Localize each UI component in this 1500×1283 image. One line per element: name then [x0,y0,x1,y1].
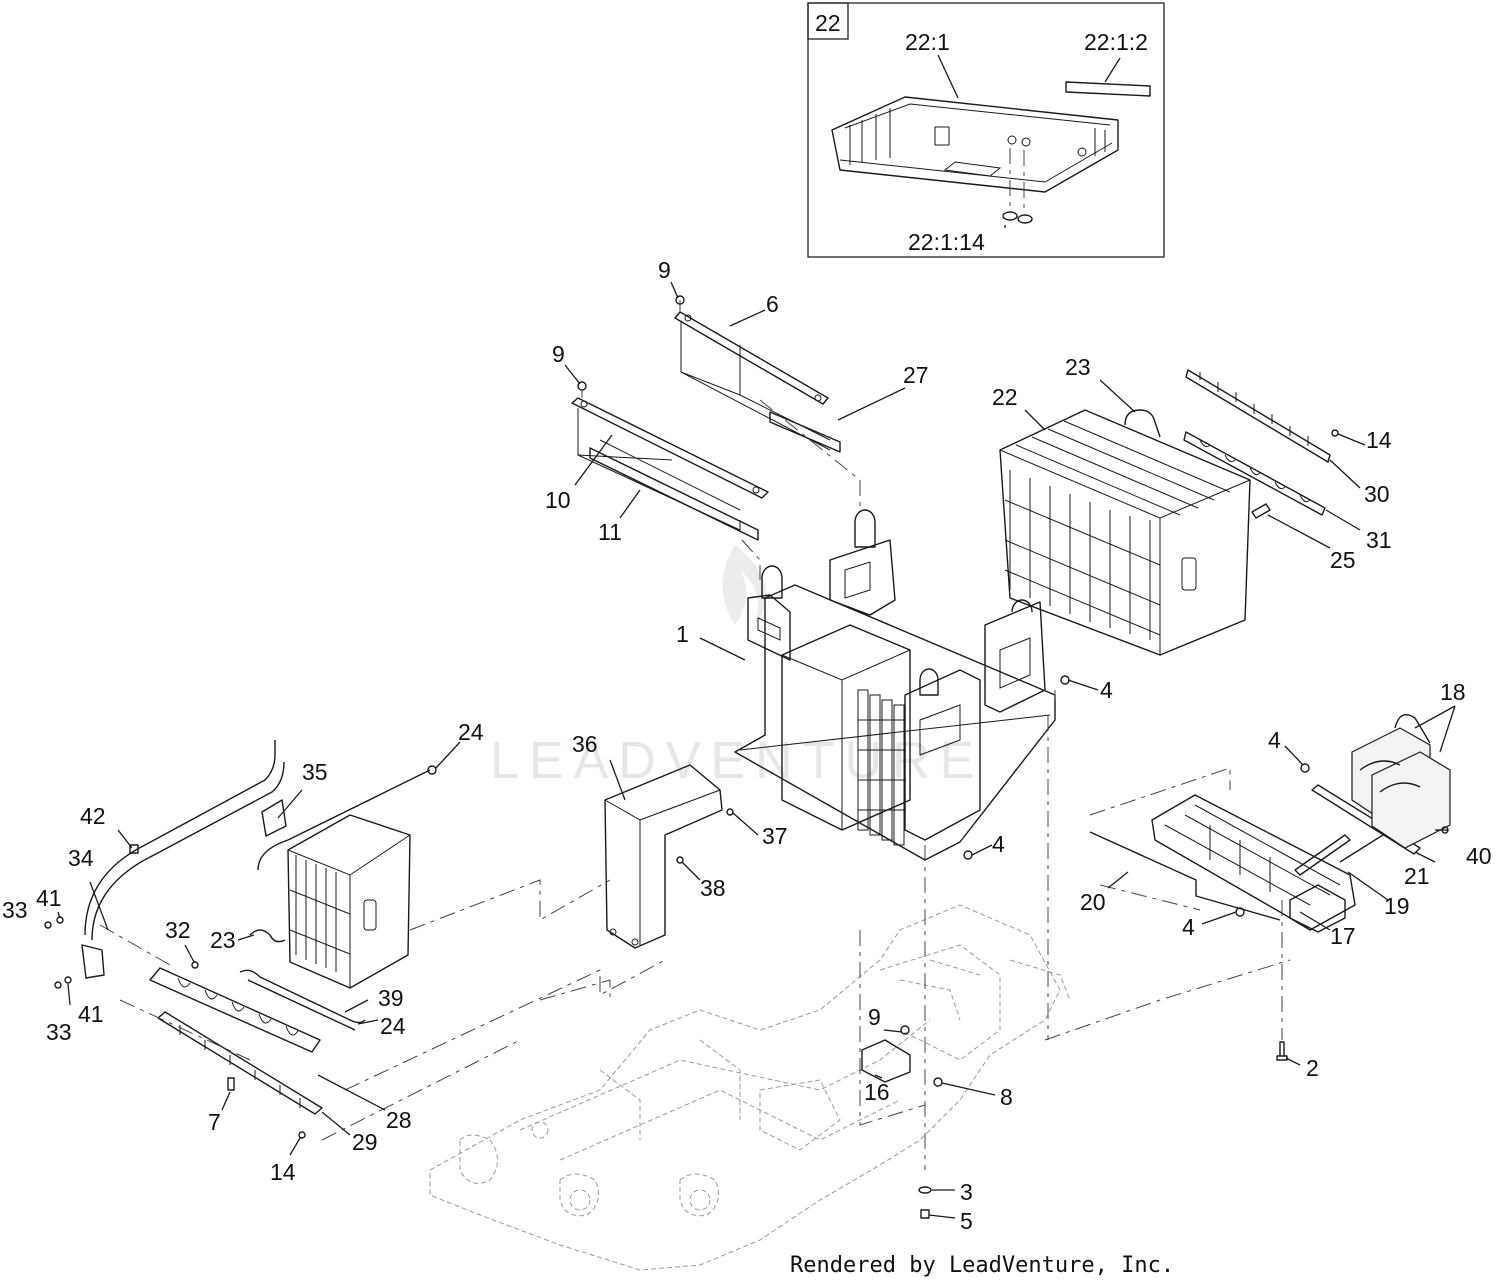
battery-pack-left [287,814,411,989]
callout-11: 11 [598,519,622,545]
nut-14-left [298,1131,306,1139]
callout-16: 16 [864,1079,890,1105]
callout-4-box-bottom: 4 [992,831,1005,857]
tray-bar-drawing [1065,81,1151,97]
callout-9-mid: 9 [552,341,565,367]
nut-33-b [54,981,62,989]
callout-18: 18 [1440,679,1466,705]
hold-down-plate-10 [571,381,769,531]
battery-tray-drawing [831,96,1119,193]
callout-31: 31 [1366,527,1392,553]
callout-40: 40 [1466,843,1492,869]
suitcase-weights-18 [1351,714,1451,849]
rendered-by-footer: Rendered by LeadVenture, Inc. [790,1253,1174,1278]
callout-41-bottom: 41 [78,1001,104,1027]
callout-9-top: 9 [658,257,671,283]
callout-8: 8 [1000,1084,1013,1110]
weight-bracket-17 [1151,794,1356,933]
fuse-25 [1251,503,1271,519]
callout-14-left: 14 [270,1159,296,1185]
inset-box-label: 22 [815,10,841,36]
bolt-9-lower [900,1025,910,1035]
callout-38: 38 [700,875,726,901]
pin-20 [1089,831,1281,921]
foam-pad-11 [589,447,759,541]
callout-37: 37 [762,823,788,849]
cable-harness-34-35 [81,740,287,979]
bus-bar-31 [1183,431,1326,516]
callout-24-top: 24 [458,719,484,745]
nut-8 [933,1077,943,1087]
inset-panel-22: 22 22:1 22:1:2 22:1:14 [807,2,1165,258]
battery-pack-22 [999,409,1251,656]
bracket-16 [859,930,943,1126]
inset-callout-22-1-14: 22:1:14 [908,229,985,255]
washer-41-b [64,976,72,984]
bolt-5-and-washer-3 [918,845,932,1219]
bus-bar-30 [1185,369,1331,463]
callout-5: 5 [960,1208,973,1234]
foam-pad-27 [769,411,841,453]
callout-4-box-right: 4 [1100,677,1113,703]
nut-4-box-bottom [963,850,973,860]
nut-4-upper-right [1300,763,1310,773]
callout-30: 30 [1364,481,1390,507]
bus-bar-29 [157,1011,323,1115]
bus-bar-28 [149,967,321,1053]
bolt-2 [1276,900,1288,1061]
callout-4-weight-top: 4 [1268,727,1281,753]
nut-33-a [44,921,52,929]
callout-1: 1 [676,621,689,647]
callout-22: 22 [992,384,1018,410]
callout-20: 20 [1080,889,1106,915]
callout-7: 7 [208,1109,221,1135]
cable-23-left [249,929,286,943]
callout-3: 3 [960,1179,973,1205]
callout-labels: 1 2 3 4 4 4 4 5 6 7 8 9 9 9 10 11 14 14 … [2,257,1492,1234]
callout-33-bottom: 33 [46,1019,72,1045]
callout-39: 39 [378,985,404,1011]
callout-29: 29 [352,1129,378,1155]
rod-19 [1294,834,1351,876]
cover-36 [604,764,734,949]
inset-callout-22-1-2: 22:1:2 [1084,29,1148,55]
callout-27: 27 [903,362,929,388]
leader-lines [57,281,1456,1219]
callout-34: 34 [68,845,94,871]
callout-35: 35 [302,759,328,785]
callout-28: 28 [386,1107,412,1133]
callout-19: 19 [1384,893,1410,919]
nut-4-box-right [1060,675,1070,685]
screw-38 [676,856,684,864]
callout-4-weight-bottom: 4 [1182,914,1195,940]
callout-36: 36 [572,731,598,757]
hold-down-plate-6 [674,295,831,451]
callout-25: 25 [1330,547,1356,573]
vehicle-chassis-frame [429,904,1071,1271]
callout-32: 32 [165,917,191,943]
callout-17: 17 [1330,923,1356,949]
callout-21: 21 [1404,863,1430,889]
callout-6: 6 [766,291,779,317]
inset-callout-22-1: 22:1 [905,29,950,55]
callout-9-lower: 9 [868,1004,881,1030]
callout-23-left: 23 [210,927,236,953]
screw-37 [726,808,734,816]
callout-33-top: 33 [2,897,28,923]
tray-washers-drawing [1002,148,1033,224]
nut-14-right [1331,429,1339,437]
callout-42: 42 [80,803,106,829]
callout-2: 2 [1306,1055,1319,1081]
callout-14-right: 14 [1366,427,1392,453]
cable-24-top [257,765,437,871]
callout-10: 10 [545,487,571,513]
screw-32 [191,961,199,969]
callout-41-top: 41 [36,885,62,911]
callout-24-bottom: 24 [380,1013,406,1039]
callout-23-right: 23 [1065,354,1091,380]
cable-39-24-bottom [239,969,366,1031]
